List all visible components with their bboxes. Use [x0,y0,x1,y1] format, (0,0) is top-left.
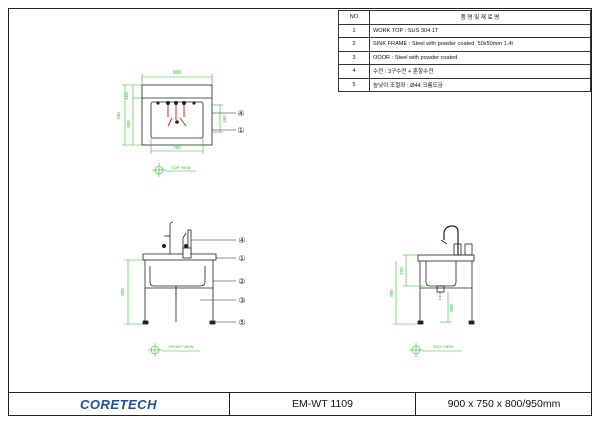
front-view [124,221,236,357]
top-view-bowl [150,101,204,139]
top-view-dimension-lines [122,74,223,154]
faucet-handles-icon [162,244,188,248]
side-view-dimension-lines [393,254,462,357]
faucet-side-icon [440,225,462,256]
side-dim-bowl: 220 [399,267,404,275]
table-row: 3 OOOR : Steel with powder coated [338,50,591,65]
leveling-foot-icon [468,320,475,325]
top-view [122,74,236,177]
row-text: 높낮이 조절좌 : Ø44 크롬도금 [369,77,591,92]
side-view [393,225,475,357]
front-view-leaders [191,239,236,323]
callout-4: ④ [238,236,245,245]
view-symbol-icon [152,163,196,177]
row-no: 5 [338,77,370,92]
side-view-worktop [417,254,475,262]
dim-width: 900 [173,70,182,76]
front-dim-height: 800 [120,288,125,296]
leveling-foot-icon [142,320,149,325]
dim-back: 150 [124,92,129,100]
leveling-foot-icon [417,320,424,325]
side-view-text: 220 800 350 SIDE VIEW [389,267,454,349]
dim-depth: 750 [116,112,121,120]
table-row: 5 높낮이 조절좌 : Ø44 크롬도금 [338,77,591,92]
top-view-leaders [212,112,236,131]
model-number: EM-WT 1109 [230,393,416,416]
leveling-foot-icon [209,320,216,325]
side-view-bowl [425,261,457,287]
top-view-text: 900 150 750 600 700 450 ④ ① TOP VIEW [116,70,245,170]
front-view-worktop [142,253,217,261]
callout-1: ① [237,126,244,135]
callout-5: ⑤ [238,318,245,327]
row-text: SINK FRAME : Steel with powder coated. 5… [369,37,591,52]
callout-4: ④ [237,109,244,118]
company-logo: CORETECH [8,393,230,416]
front-view-text: 800 ④ ① ② ③ ⑤ FRONT VIEW [120,236,246,349]
dim-inner-depth: 600 [126,120,131,128]
callout-1: ① [238,254,245,263]
parts-table: NO 품 명 및 재 료 명 1 WORK TOP : SUS 304 1T 2… [338,10,591,92]
row-text: WORK TOP : SUS 304 1T [369,23,591,38]
dim-side: 450 [222,115,227,123]
row-no: 2 [338,37,370,52]
callout-2: ② [238,277,245,286]
product-size: 900 x 750 x 800/950mm [447,398,561,410]
side-view-backsplash [464,243,473,256]
side-view-caption: SIDE VIEW [433,344,454,349]
top-view-outline [141,84,213,146]
faucet-top-icon [167,104,187,127]
front-view-caption: FRONT VIEW [168,344,193,349]
drawing-frame [8,8,592,416]
table-row: 1 WORK TOP : SUS 304 1T [338,23,591,38]
table-row: 2 SINK FRAME : Steel with powder coated.… [338,37,591,52]
side-dim-drain: 350 [449,304,454,312]
faucet-front-icon [164,221,192,259]
callout-3: ③ [238,296,245,305]
top-view-caption: TOP VIEW [171,165,191,170]
faucet-handles-icon [156,101,196,124]
title-block: CORETECH EM-WT 1109 900 x 750 x 800/950m… [8,392,592,416]
front-view-dimension-lines [124,259,200,357]
front-view-bowl [149,266,206,287]
dim-inner-width: 700 [173,145,181,150]
drain-trap [436,285,445,293]
side-dim-height: 800 [389,289,394,297]
